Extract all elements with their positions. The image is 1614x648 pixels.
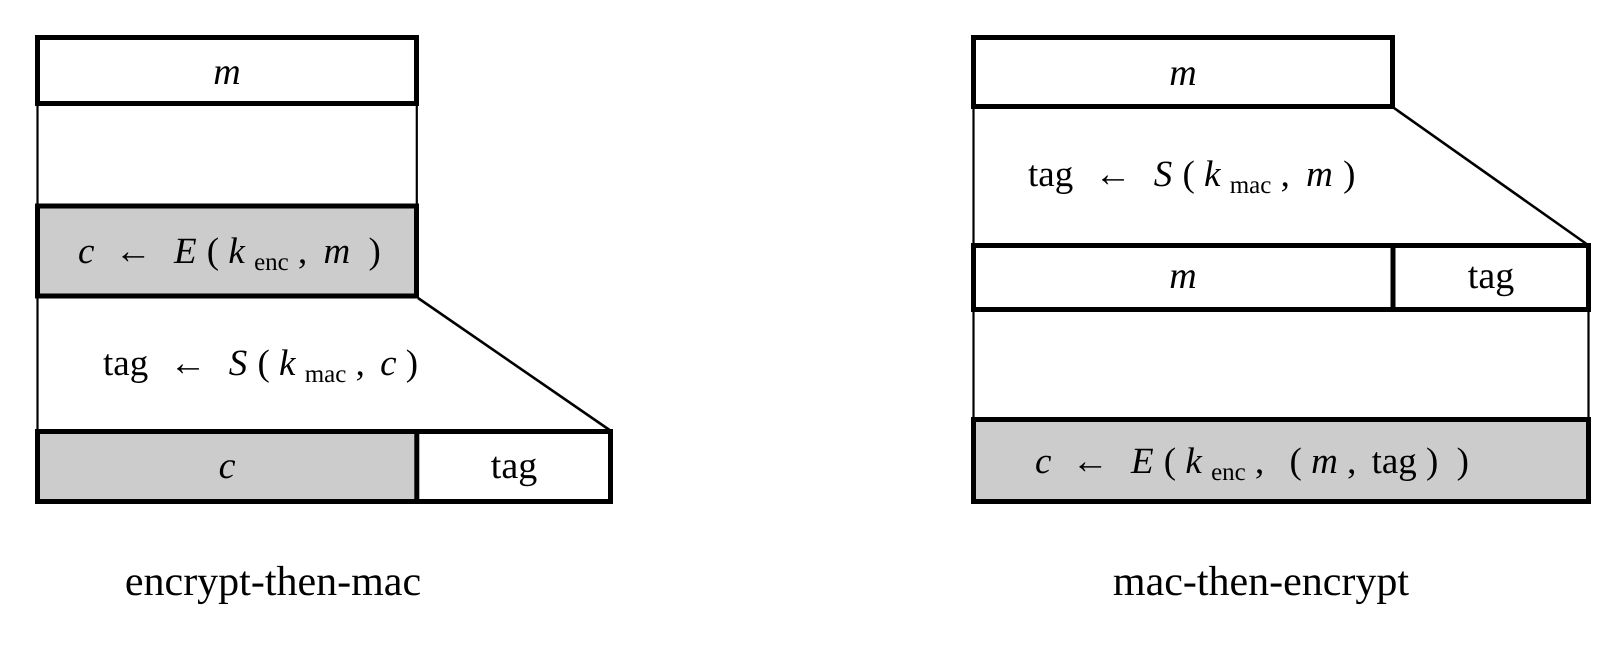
- left-plaintext-box: [35, 35, 419, 106]
- left-output-ciphertext-label: c: [219, 445, 236, 487]
- left-diagram-group: m c ← E ( k enc , m ) tag: [35, 35, 613, 605]
- right-encrypt-open-paren: (: [1164, 441, 1176, 482]
- right-mac-arrow-icon: ←: [1094, 154, 1131, 195]
- left-mac-op-var: tag: [103, 343, 148, 384]
- right-encrypt-func: E: [1130, 441, 1154, 482]
- left-encrypt-open-paren: (: [207, 231, 219, 272]
- left-mac-key-base: k: [279, 343, 296, 384]
- right-intermediate-bar: [971, 243, 1591, 312]
- right-diagram-caption: mac-then-encrypt: [1113, 559, 1410, 605]
- right-plaintext-label: m: [1169, 52, 1196, 94]
- right-mac-open-paren: (: [1182, 154, 1194, 195]
- right-encrypt-arg1: m: [1311, 441, 1338, 482]
- left-output-ciphertext-fill: [40, 433, 416, 499]
- right-encrypt-arrow-icon: ←: [1072, 441, 1109, 482]
- right-diagram-group: m tag ← S ( k mac , m ) m tag: [971, 35, 1591, 605]
- left-encrypt-func: E: [173, 231, 197, 272]
- left-encrypt-close-paren: ): [369, 231, 381, 272]
- right-encrypt-inner-comma: ,: [1347, 441, 1356, 482]
- right-encrypt-comma: ,: [1255, 441, 1264, 482]
- left-mac-close-paren: ): [406, 343, 418, 384]
- svg-text:tag ← S: tag ← S ( k mac , c ): [103, 343, 418, 391]
- left-plaintext-label: m: [213, 51, 240, 93]
- left-output-tag-label: tag: [491, 445, 537, 487]
- right-encrypt-arg2: tag: [1372, 441, 1417, 482]
- right-mac-arg: m: [1306, 154, 1333, 195]
- left-mac-key-sub: mac: [305, 361, 347, 388]
- right-encrypt-inner-close-paren: ): [1426, 441, 1438, 482]
- right-mac-key-base: k: [1204, 154, 1221, 195]
- left-mac-formula: tag ← S ( k mac , c ): [103, 343, 418, 391]
- left-encrypt-arg: m: [324, 231, 351, 272]
- svg-text:tag ← S: tag ← S ( k mac , m ): [1028, 154, 1355, 202]
- right-mac-op-var: tag: [1028, 154, 1073, 195]
- left-diagonal-connector: [417, 296, 612, 433]
- left-encrypt-arrow-icon: ←: [115, 231, 152, 272]
- right-encrypt-close-paren: ): [1457, 441, 1469, 482]
- left-mac-func: S: [229, 343, 248, 384]
- right-mac-key-sub: mac: [1230, 172, 1272, 199]
- right-mac-formula: tag ← S ( k mac , m ): [1028, 154, 1355, 202]
- right-mac-comma: ,: [1281, 154, 1290, 195]
- right-encrypt-key-base: k: [1185, 441, 1202, 482]
- right-plaintext-box: [971, 35, 1395, 109]
- left-encrypt-comma: ,: [298, 231, 307, 272]
- left-encrypt-key-base: k: [228, 231, 245, 272]
- left-encrypt-key-sub: enc: [254, 249, 289, 276]
- right-encrypt-key-sub: enc: [1211, 459, 1246, 486]
- right-mac-func: S: [1154, 154, 1173, 195]
- svg-text:c ← E: c ← E ( k enc , m ): [78, 231, 381, 279]
- left-mac-comma: ,: [356, 343, 365, 384]
- right-mac-close-paren: ): [1343, 154, 1355, 195]
- left-mac-arg: c: [380, 343, 397, 384]
- left-diagram-caption: encrypt-then-mac: [125, 559, 421, 605]
- left-encrypt-box: [35, 203, 419, 299]
- left-encrypt-op-var: c: [78, 231, 95, 272]
- right-encrypt-box: [971, 417, 1591, 504]
- right-intermediate-tag-label: tag: [1468, 255, 1514, 297]
- left-mac-arrow-icon: ←: [169, 343, 206, 384]
- left-encrypt-formula: c ← E ( k enc , m ): [78, 231, 381, 279]
- right-diagonal-connector: [1393, 106, 1589, 247]
- right-encrypt-formula: c ← E ( k enc , ( m , tag ) ): [1035, 441, 1469, 489]
- right-encrypt-inner-open-paren: (: [1290, 441, 1302, 482]
- right-intermediate-message-label: m: [1169, 255, 1196, 297]
- right-encrypt-op-var: c: [1035, 441, 1052, 482]
- left-output-bar: [35, 429, 613, 504]
- svg-text:c ← E: c ← E ( k enc , ( m , tag ) ): [1035, 441, 1469, 489]
- left-mac-open-paren: (: [257, 343, 269, 384]
